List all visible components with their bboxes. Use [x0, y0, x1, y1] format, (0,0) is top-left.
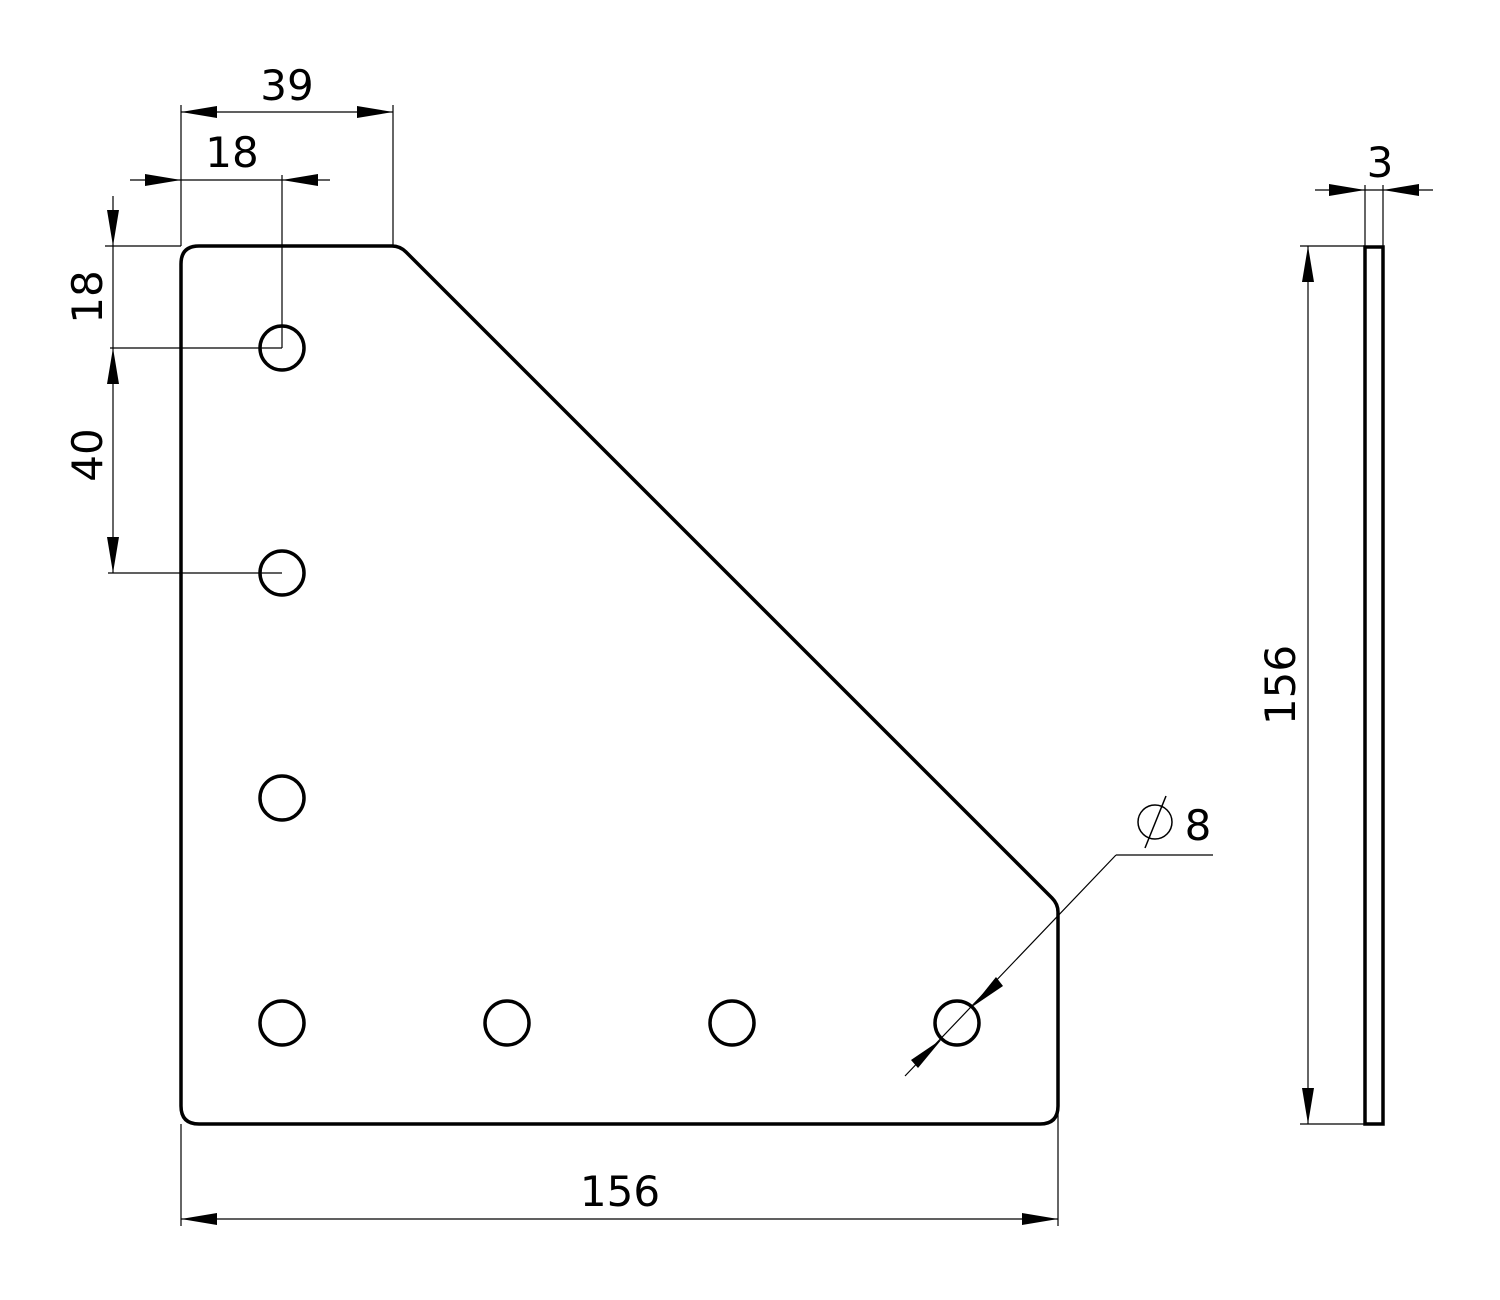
holes	[258, 324, 981, 1047]
dimension-label: 156	[580, 1167, 660, 1216]
hole	[483, 999, 531, 1047]
hole	[708, 999, 756, 1047]
hole	[933, 999, 981, 1047]
dimension-156-horizontal: 156	[180, 912, 1059, 1226]
dimension-156-vertical: 156	[1256, 245, 1365, 1125]
dimension-label: 8	[1185, 801, 1212, 850]
dimension-40: 40	[63, 348, 282, 574]
dimension-3: 3	[1315, 138, 1433, 246]
dimension-39: 39	[180, 61, 394, 246]
diameter-symbol-icon	[1137, 795, 1173, 849]
hole	[258, 774, 306, 822]
dimension-label: 39	[260, 61, 313, 110]
hole	[258, 999, 306, 1047]
dimension-label: 3	[1367, 138, 1394, 187]
dimension-18-horizontal: 18	[130, 128, 330, 348]
dimension-label: 18	[63, 270, 112, 323]
plate-outline	[179, 244, 1060, 1126]
side-view-plate	[1363, 245, 1385, 1126]
dimension-18-vertical: 18	[63, 196, 282, 384]
dimension-label: 18	[205, 128, 258, 177]
dimension-diameter-8: 8	[904, 795, 1213, 1077]
dimension-label: 40	[63, 428, 112, 481]
dimension-label: 156	[1256, 645, 1305, 725]
